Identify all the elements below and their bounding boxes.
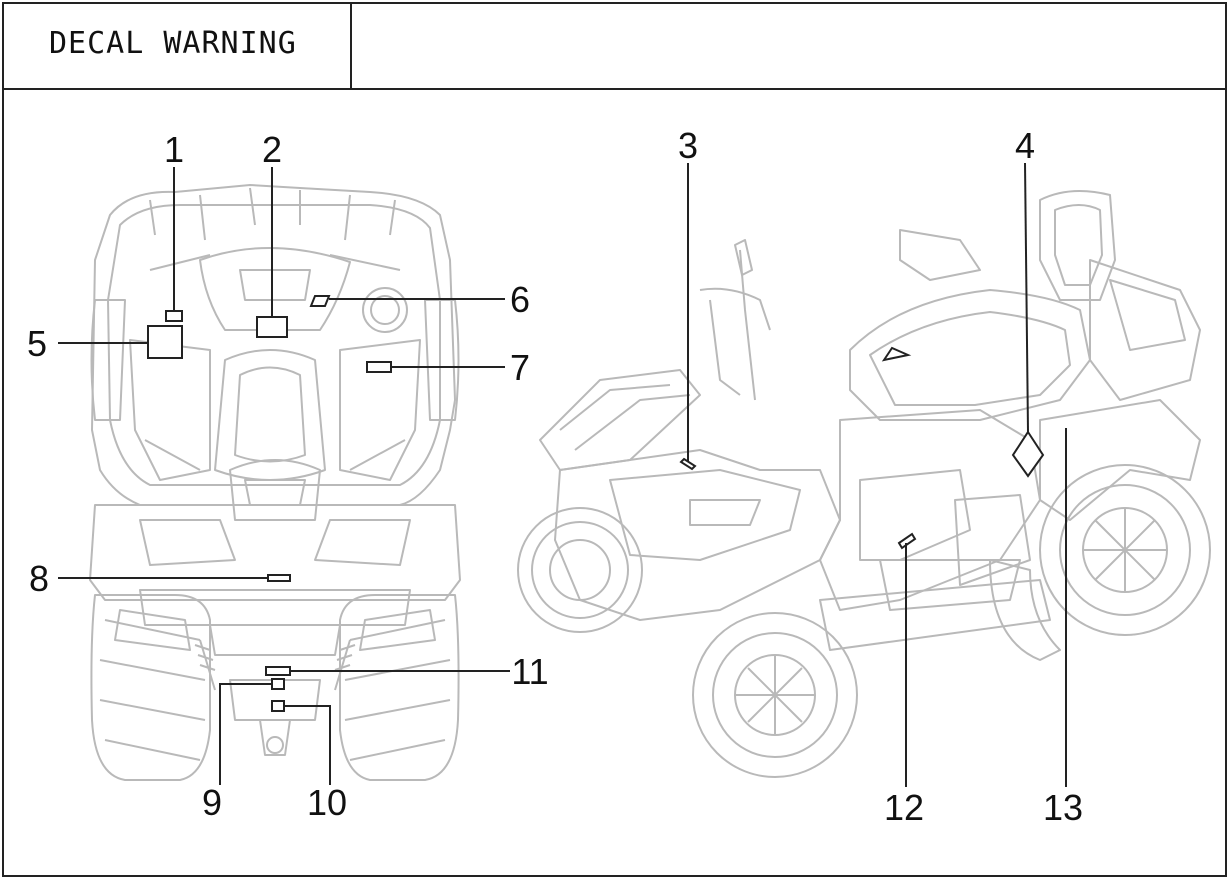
callout-8: 8 [29, 558, 49, 599]
atv-side-view [517, 190, 1211, 778]
callout-numbers: 1 2 3 4 5 6 7 8 9 10 11 12 13 [27, 125, 1083, 828]
header-divider [2, 88, 1227, 90]
callout-12: 12 [884, 787, 924, 828]
decal-7 [366, 361, 392, 373]
atv-front-view [89, 184, 461, 781]
decal-3 [679, 457, 697, 471]
decal-6 [309, 295, 331, 307]
callout-11: 11 [511, 651, 548, 692]
decal-marks [147, 295, 1045, 712]
callout-2: 2 [262, 129, 282, 170]
callout-7: 7 [510, 347, 530, 388]
decal-8 [267, 574, 291, 582]
leader-10 [284, 705, 331, 785]
decal-seat [881, 346, 912, 362]
leader-4 [1024, 162, 1029, 433]
callout-3: 3 [678, 125, 698, 166]
callout-1: 1 [164, 129, 184, 170]
callout-10: 10 [307, 782, 347, 823]
decal-5 [147, 325, 183, 359]
callout-6: 6 [510, 279, 530, 320]
callout-13: 13 [1043, 787, 1083, 828]
callout-9: 9 [202, 782, 222, 823]
page-title: DECAL WARNING [49, 26, 297, 61]
decal-9 [271, 678, 285, 690]
callout-4: 4 [1015, 125, 1035, 166]
decal-11 [265, 666, 291, 676]
decal-4 [1011, 430, 1045, 478]
decal-1 [165, 310, 183, 322]
callout-5: 5 [27, 323, 47, 364]
decal-10 [271, 700, 285, 712]
leader-lines [58, 162, 1067, 787]
leader-9 [219, 683, 272, 785]
decal-2 [256, 316, 288, 338]
decal-12 [897, 532, 917, 550]
